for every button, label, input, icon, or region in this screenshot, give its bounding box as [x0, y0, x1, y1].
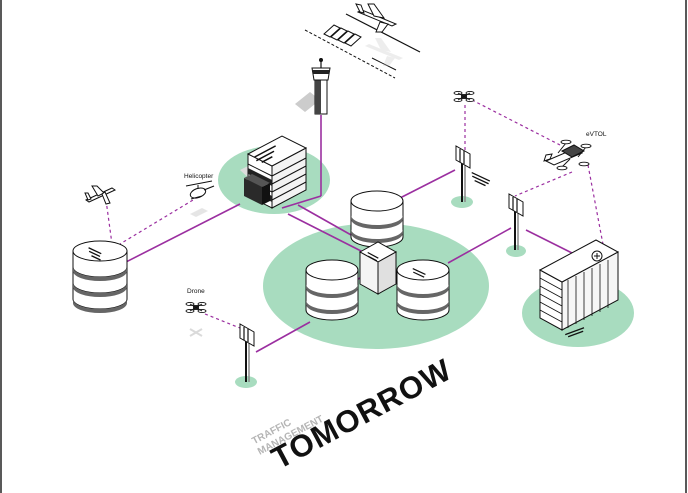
link-hub-antenna2	[447, 227, 512, 264]
link-db-building	[125, 203, 241, 263]
helicopter-label: Helicopter	[184, 173, 214, 180]
link-heli-db	[119, 196, 199, 245]
database-right-center-icon	[396, 259, 450, 321]
headline: TRAFFIC MANAGEMENT TOMORROW	[250, 352, 458, 476]
antenna-icon-2	[508, 193, 524, 250]
helicopter-icon: Helicopter	[184, 173, 215, 217]
link-antenna1-db	[399, 169, 456, 199]
evtol-label: eVTOL	[586, 131, 607, 138]
link-building-db	[297, 204, 361, 241]
airplane-left-icon	[84, 185, 117, 205]
link-evtol-antenna2	[514, 171, 573, 197]
drone-top-icon	[453, 90, 475, 103]
drone-icon: Drone	[185, 288, 207, 337]
database-left-center-icon	[305, 259, 359, 321]
link-plane-db	[105, 199, 113, 245]
office-building-icon	[240, 135, 308, 209]
runway-icon	[304, 13, 421, 79]
antenna-icon-3	[239, 323, 255, 382]
control-tower-icon	[295, 58, 331, 115]
link-building-hub	[287, 213, 366, 254]
headline-main: TOMORROW	[266, 352, 458, 476]
drone-label: Drone	[187, 288, 205, 295]
link-antenna3-db	[255, 321, 311, 353]
antenna-base-2	[506, 245, 526, 257]
link-antenna2-hospital	[525, 229, 573, 254]
evtol-icon: eVTOL	[543, 131, 607, 171]
link-drone2-antenna3	[204, 313, 246, 331]
server-box-icon	[358, 241, 398, 295]
airplane-shadow-icon	[365, 38, 403, 66]
airplane-icon	[355, 3, 398, 33]
database-left-icon	[72, 240, 128, 313]
link-drone-evtol	[471, 99, 561, 146]
antenna-icon-1	[455, 145, 491, 202]
link-tower-foot	[281, 195, 322, 209]
database-top-icon	[350, 190, 404, 248]
radio-links	[105, 99, 606, 331]
hospital-building-icon	[538, 239, 620, 338]
